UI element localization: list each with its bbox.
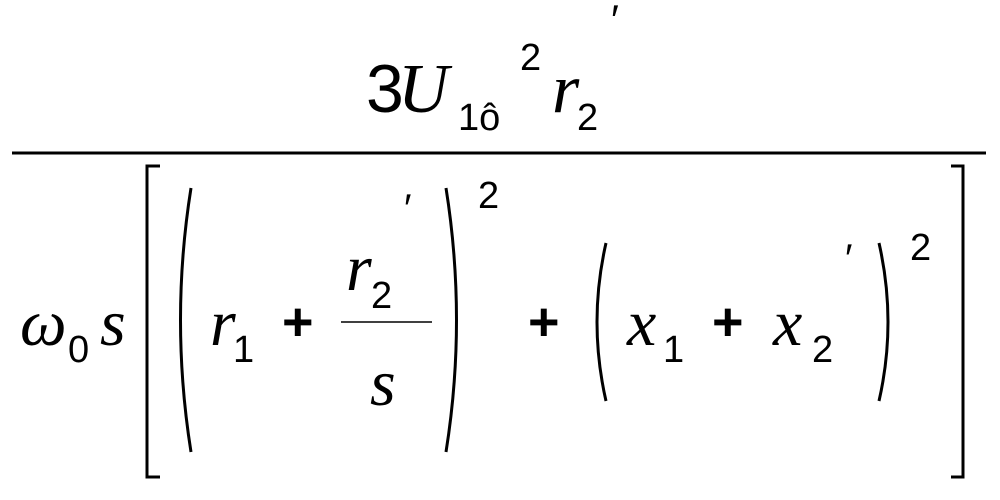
exponent-1: 2 xyxy=(478,175,499,217)
plus-2: + xyxy=(528,292,560,352)
x2: x xyxy=(772,287,802,360)
right-square-bracket xyxy=(951,164,965,479)
exponent-2: 2 xyxy=(910,227,931,269)
plus-1: + xyxy=(282,292,314,352)
right-paren-1 xyxy=(444,187,458,453)
numerator-coefficient: 3 xyxy=(366,51,404,127)
numerator-variable-r: r xyxy=(552,51,580,128)
plus-3: + xyxy=(712,292,744,352)
numerator-r-subscript: 2 xyxy=(577,97,598,139)
denominator-omega: ω xyxy=(20,287,67,360)
numerator-variable-u: U xyxy=(398,51,453,128)
numerator: 3 U 1ô 2 r 2 ′ xyxy=(366,0,619,139)
x2-subscript: 2 xyxy=(812,329,833,371)
x1: x xyxy=(626,287,656,360)
numerator-u-subscript: 1ô xyxy=(458,97,500,139)
numerator-exponent: 2 xyxy=(520,37,541,79)
inner-frac-r: r xyxy=(346,232,372,305)
x1-subscript: 1 xyxy=(663,329,684,371)
inner-frac-s: s xyxy=(370,347,396,420)
x2-prime: ′ xyxy=(845,237,853,281)
left-paren-1 xyxy=(179,187,193,453)
inner-frac-r-subscript: 2 xyxy=(371,275,392,317)
right-paren-2 xyxy=(877,242,890,402)
denominator: ω 0 s r 1 + ′ r 2 s 2 + x 1 + x 2 ′ 2 xyxy=(20,164,965,479)
r1: r xyxy=(210,287,236,360)
left-paren-2 xyxy=(595,242,608,402)
denominator-omega-subscript: 0 xyxy=(68,329,89,371)
inner-frac-prime: ′ xyxy=(404,187,412,231)
left-square-bracket xyxy=(145,164,160,479)
r1-subscript: 1 xyxy=(233,329,254,371)
numerator-prime: ′ xyxy=(611,0,619,43)
denominator-s: s xyxy=(100,287,126,360)
